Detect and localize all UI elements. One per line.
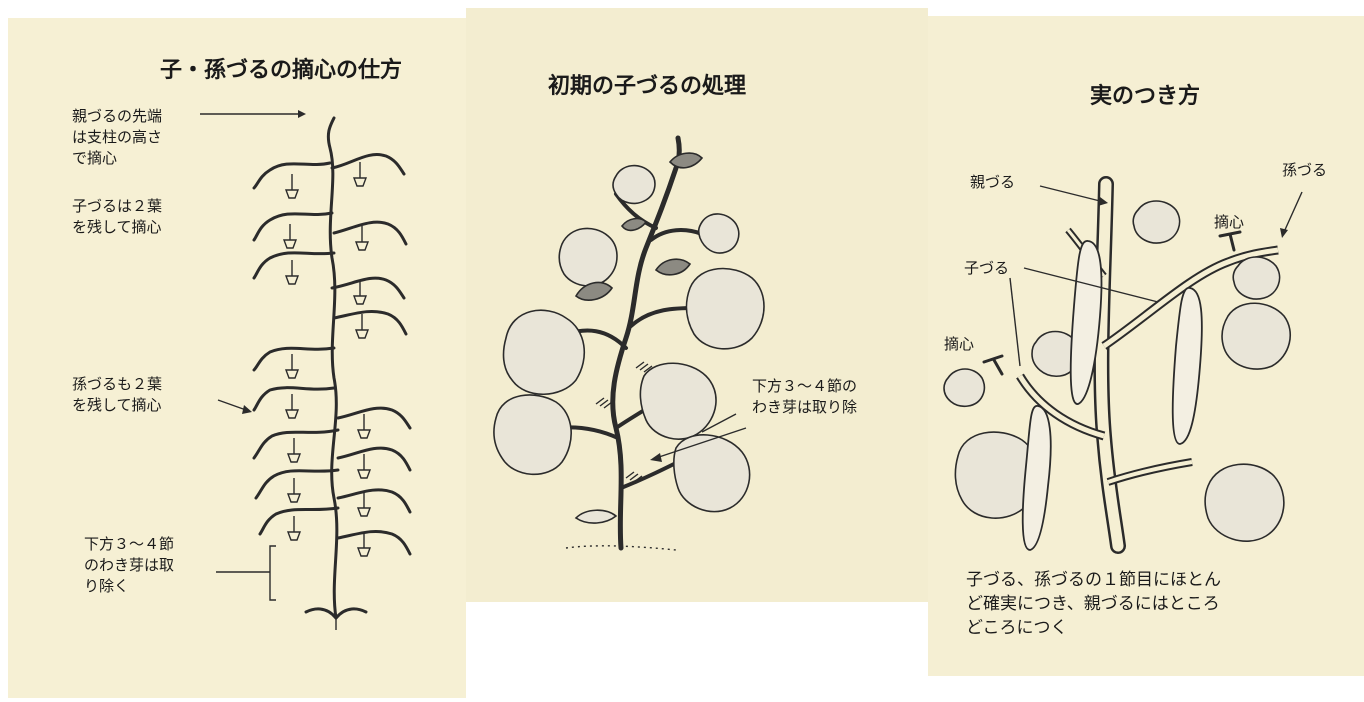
- early-side-vine-panel: 初期の子づるの処理 下方３～４節のわき芽は取り除: [466, 8, 928, 602]
- pinch-left-label: 摘心: [944, 334, 974, 355]
- side-vine-label: 子づる: [964, 258, 1009, 279]
- sub-vine-label: 孫づる: [1282, 160, 1327, 181]
- fruit-setting-title: 実のつき方: [1090, 78, 1200, 110]
- pinching-method-panel: 子・孫づるの摘心の仕方 親づるの先端は支柱の高さで摘心 子づるは２葉を残して摘心…: [8, 18, 466, 698]
- pinch-right-label: 摘心: [1214, 212, 1244, 233]
- main-tip-label: 親づるの先端は支柱の高さで摘心: [72, 106, 162, 169]
- fruit-setting-caption: 子づる、孫づるの１節目にほとんど確実につき、親づるにはところどころにつく: [966, 568, 1221, 640]
- side-vine-label: 子づるは２葉を残して摘心: [72, 196, 162, 238]
- pinching-method-title: 子・孫づるの摘心の仕方: [160, 52, 402, 84]
- early-side-vine-title: 初期の子づるの処理: [548, 68, 746, 100]
- lower-nodes-removal-label: 下方３～４節のわき芽は取り除: [752, 376, 857, 418]
- sub-vine-label: 孫づるも２葉を残して摘心: [72, 374, 162, 416]
- fruit-setting-panel: 実のつき方 親づる 孫づる 摘心 子づる 摘心 子づる、孫づるの１節目にほとんど…: [928, 16, 1364, 676]
- lower-nodes-label: 下方３～４節のわき芽は取り除く: [84, 534, 174, 597]
- main-vine-label: 親づる: [970, 172, 1015, 193]
